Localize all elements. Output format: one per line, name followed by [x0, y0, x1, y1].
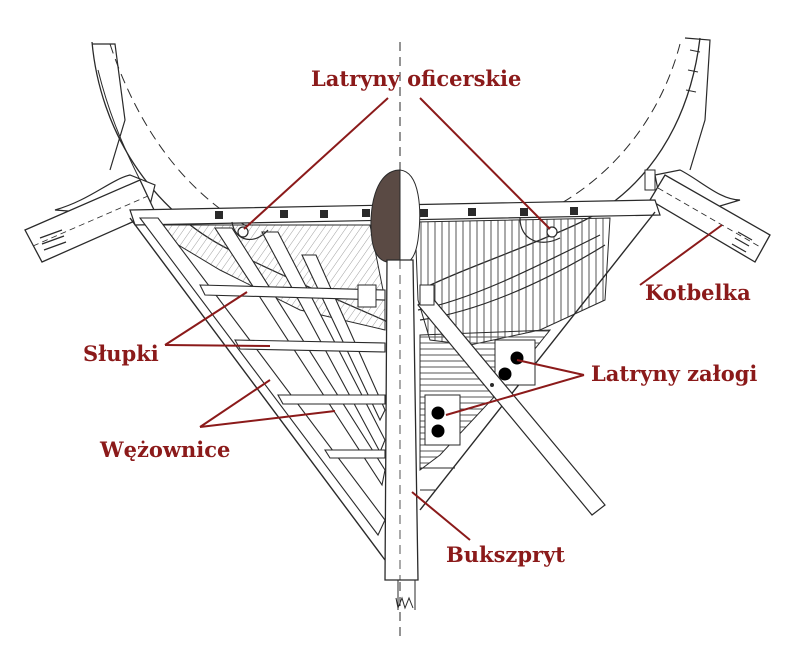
- grating-left: [143, 224, 386, 331]
- head-outline-right: [419, 211, 656, 511]
- label-head-rails: Wężownice: [100, 437, 231, 462]
- cathead-right: [649, 174, 771, 263]
- bowsprit-stem: [384, 259, 419, 610]
- officer-latrine-left: [231, 221, 269, 240]
- label-officer-latrines: Latryny oficerskie: [311, 66, 522, 91]
- stanchions-left: [199, 284, 386, 459]
- figurehead: [370, 169, 401, 264]
- officer-latrine-right: [519, 217, 561, 243]
- label-cathead: Kotbelka: [645, 280, 751, 305]
- cathead-left: [24, 179, 156, 263]
- leader-lines: [164, 97, 723, 541]
- label-bowsprit: Bukszpryt: [446, 542, 565, 567]
- label-stanchions: Słupki: [83, 341, 159, 366]
- crew-latrine-holes: [431, 351, 524, 438]
- label-crew-latrines: Latryny załogi: [591, 361, 758, 386]
